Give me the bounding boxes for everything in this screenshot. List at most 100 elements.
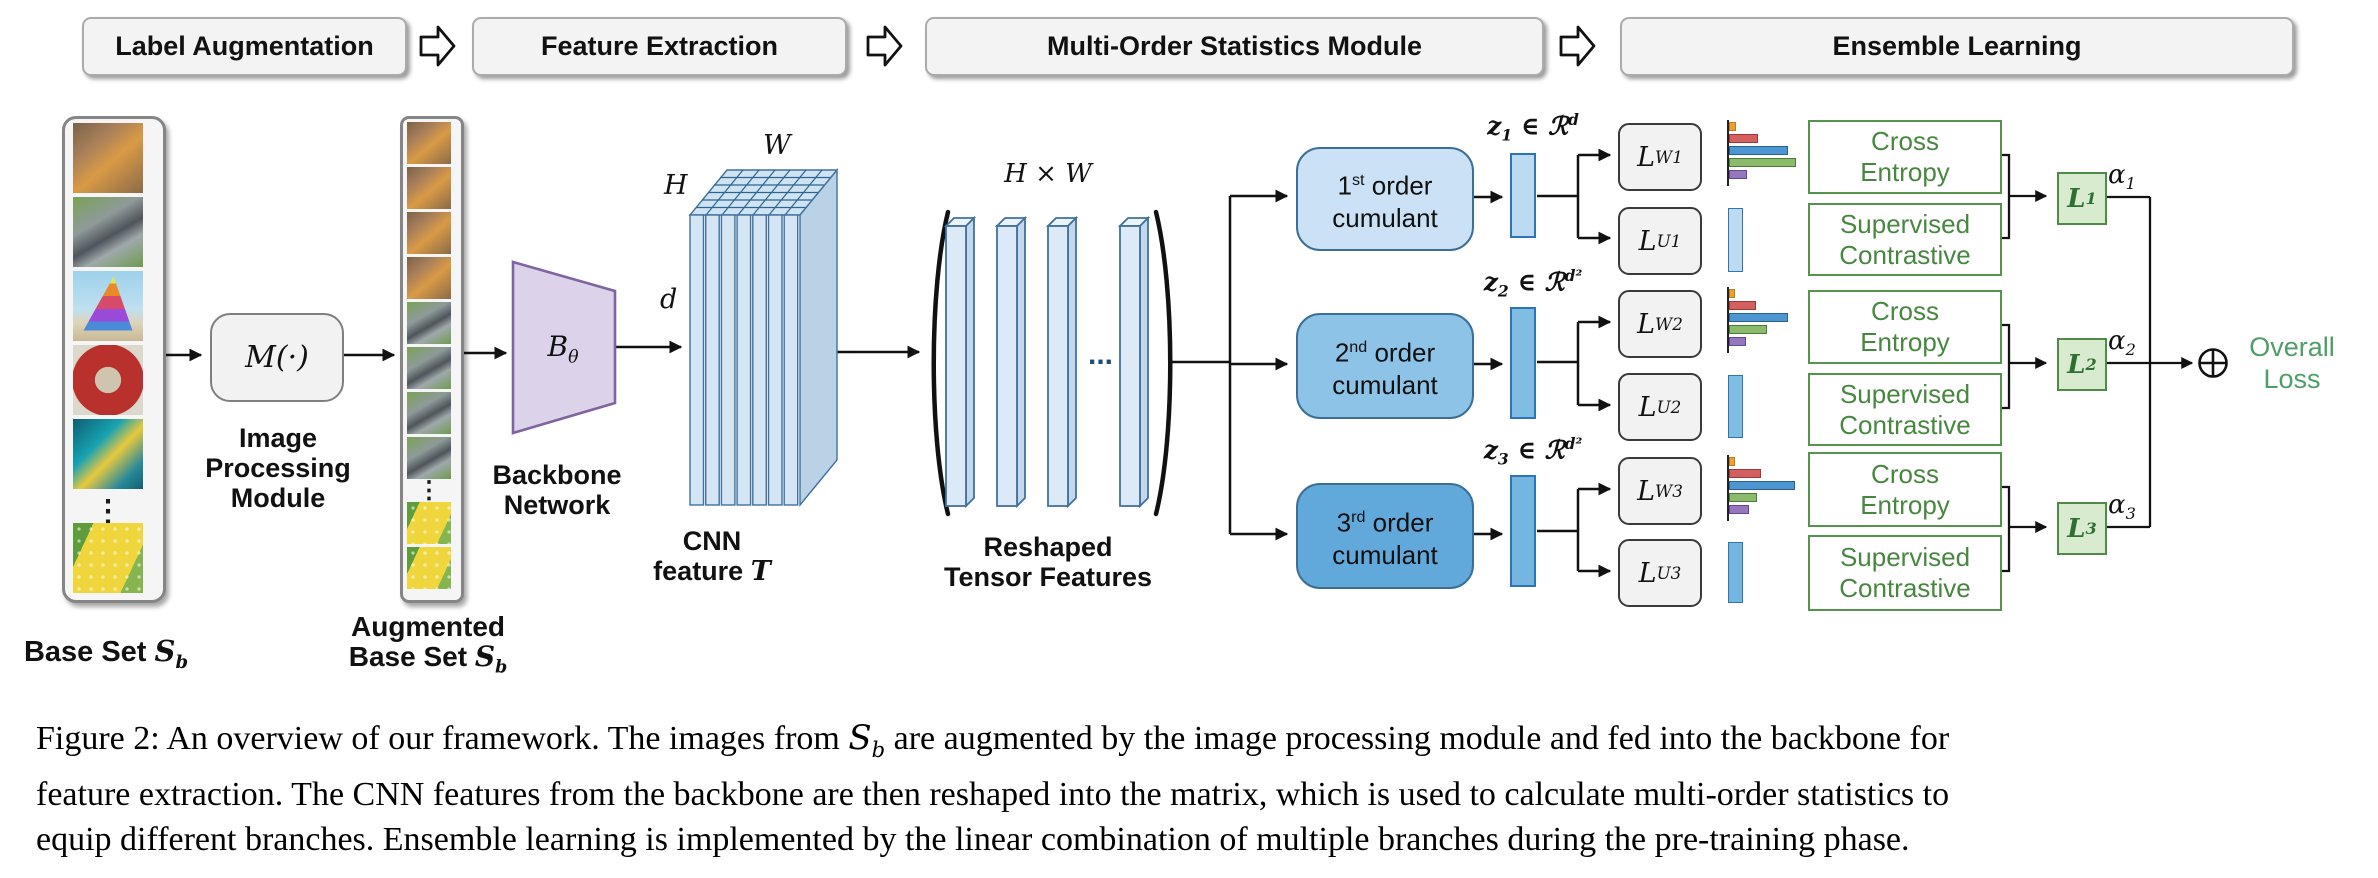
block-arrow-right-icon: [419, 25, 1596, 67]
header-step-multi-order-statistics: Multi-Order Statistics Module: [925, 17, 1544, 76]
label-line: Tensor Features: [943, 562, 1153, 592]
width-dim-label: W: [763, 130, 791, 161]
corn-image: [407, 547, 451, 589]
label-line: Backbone: [492, 460, 622, 490]
depth-dim-label: d: [660, 284, 678, 315]
cnn-feature-tensor: [688, 168, 839, 507]
husky-dog-image: [407, 347, 451, 389]
class-histogram-icon: [1727, 287, 1803, 353]
header-step-ensemble-learning: Ensemble Learning: [1620, 17, 2294, 76]
cumulant-line: 3rd order: [1336, 507, 1434, 538]
label-line: Supervised: [1839, 378, 1971, 409]
label-line: Cross: [1871, 458, 1939, 489]
bird-image: [407, 167, 451, 209]
supervised-contrastive-box-2: Supervised Contrastive: [1808, 373, 2002, 446]
overall-loss-label: Overall Loss: [2238, 331, 2346, 395]
cnn-feature-label: CNN feature T: [632, 526, 792, 587]
label-line: Base Set Sb: [338, 642, 518, 683]
reshaped-tensor-bars: [931, 209, 1173, 517]
hist-bar: [1729, 457, 1735, 466]
augmented-set-label: Augmented Base Set Sb: [338, 612, 518, 683]
label-line: CNN: [682, 526, 742, 556]
hist-bar: [1729, 146, 1788, 155]
hist-bar: [1729, 325, 1767, 334]
supervised-contrastive-box-3: Supervised Contrastive: [1808, 535, 2002, 611]
hist-bar: [1729, 134, 1758, 143]
label-line: Augmented: [351, 611, 505, 642]
cumulant-line: cumulant: [1332, 369, 1438, 400]
tensor-symbol: T: [750, 556, 771, 587]
hist-bar: [1729, 493, 1757, 502]
cross-entropy-box-1: Cross Entropy: [1808, 120, 2002, 194]
bird-image: [407, 122, 451, 164]
feature-label-text: feature: [653, 556, 751, 586]
header-step-label: Feature Extraction: [540, 31, 779, 61]
label-line: Contrastive: [1839, 239, 1971, 270]
cross-entropy-box-2: Cross Entropy: [1808, 290, 2002, 364]
z3-vector-bar: [1510, 475, 1536, 587]
hist-bar: [1729, 158, 1796, 167]
header-step-label: Ensemble Learning: [1832, 31, 2082, 61]
theta-subscript: θ: [568, 347, 579, 368]
z1-vector-bar: [1510, 153, 1536, 238]
caption-line: feature extraction. The CNN features fro…: [36, 775, 1950, 813]
second-order-cumulant-box: 2nd order cumulant: [1296, 313, 1474, 419]
figure-caption: Figure 2: An overview of our framework. …: [36, 716, 2366, 862]
hist-bar: [1729, 337, 1746, 346]
height-dim-label: H: [664, 170, 688, 201]
cumulant-line: cumulant: [1332, 539, 1438, 570]
cross-entropy-box-3: Cross Entropy: [1808, 452, 2002, 527]
z1-dimension-label: z1 ∈ ℛd: [1487, 110, 1579, 145]
label-line: Contrastive: [1839, 409, 1971, 440]
header-step-label-augmentation: Label Augmentation: [82, 17, 407, 76]
label-line: Module: [230, 483, 326, 513]
base-set-images: [73, 123, 143, 489]
ellipsis-icon: ⋮: [417, 477, 441, 504]
label-line: Supervised: [1839, 542, 1971, 572]
cumulant-line: cumulant: [1332, 202, 1438, 233]
label-line: Contrastive: [1839, 573, 1971, 603]
base-set-images-bottom: [73, 523, 143, 593]
bird-image: [407, 212, 451, 254]
label-line: Entropy: [1860, 489, 1950, 520]
image-processing-box: M(·): [210, 313, 344, 402]
husky-dog-image: [73, 197, 143, 267]
alpha1-weight-label: α1: [2108, 160, 2136, 194]
label-line: Entropy: [1860, 327, 1950, 357]
cumulant-line: 1st order: [1337, 170, 1433, 201]
hist-bar: [1729, 301, 1756, 310]
supervised-contrastive-box-1: Supervised Contrastive: [1808, 203, 2002, 276]
header-step-label: Label Augmentation: [115, 31, 374, 61]
bird-image: [73, 123, 143, 193]
z2-vector-bar: [1510, 307, 1536, 419]
b-symbol: B: [547, 330, 569, 363]
set-subscript: b: [175, 651, 189, 673]
z2-dimension-label: z2 ∈ ℛd²: [1483, 266, 1583, 301]
set-subscript: b: [495, 657, 508, 678]
base-set-label: Base Set Sb: [16, 636, 196, 678]
class-histogram-icon: [1727, 120, 1803, 186]
label-line: Overall: [2249, 332, 2335, 362]
header-step-label: Multi-Order Statistics Module: [1046, 31, 1423, 61]
sailboat-image: [73, 271, 143, 341]
m-function-label: M(·): [245, 340, 309, 375]
caption-line: equip different branches. Ensemble learn…: [36, 820, 1910, 858]
label-line: Network: [503, 490, 611, 520]
hist-bar: [1729, 289, 1735, 298]
backbone-trapezoid: [511, 260, 617, 435]
husky-dog-image: [407, 437, 451, 479]
corn-image: [407, 502, 451, 544]
circle-plus-icon: [2198, 348, 2228, 378]
augmented-set-label-text: Base Set: [348, 641, 475, 672]
set-subscript: b: [871, 736, 886, 762]
